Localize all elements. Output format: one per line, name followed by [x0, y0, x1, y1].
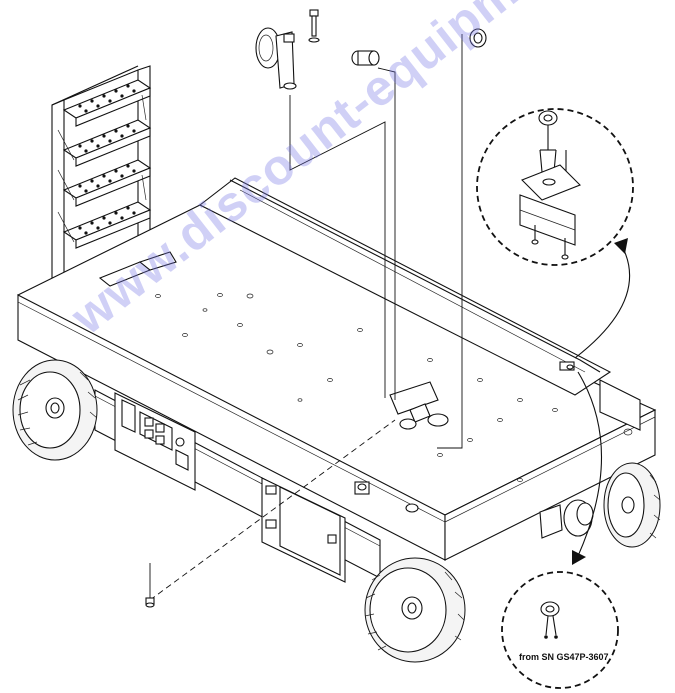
- wheel-rear-left: [12, 359, 98, 461]
- leader-lines: [149, 34, 463, 601]
- chassis-deck: [17, 177, 657, 579]
- part-bolt: [308, 9, 320, 43]
- ladder-step-3: [62, 159, 152, 207]
- part-lamp-bracket: [255, 27, 297, 90]
- ladder-step-1: [62, 79, 152, 127]
- callout-arrows: [572, 238, 631, 565]
- part-small-bolt: [145, 597, 155, 608]
- part-connector: [351, 50, 380, 66]
- part-grommet: [469, 28, 487, 48]
- wheel-rear-right: [603, 462, 661, 548]
- callout-detail-upper: [476, 108, 634, 266]
- wheel-front-left: [364, 557, 466, 663]
- drive-motor: [539, 499, 594, 539]
- ladder-steps: [51, 65, 152, 306]
- side-access-door: [261, 477, 346, 583]
- callout-lower-label: from SN GS47P-3607: [519, 652, 609, 662]
- callout-detail-lower: [501, 571, 619, 689]
- control-panel: [114, 392, 196, 491]
- ladder-step-2: [62, 119, 152, 167]
- ladder-step-4: [62, 201, 152, 249]
